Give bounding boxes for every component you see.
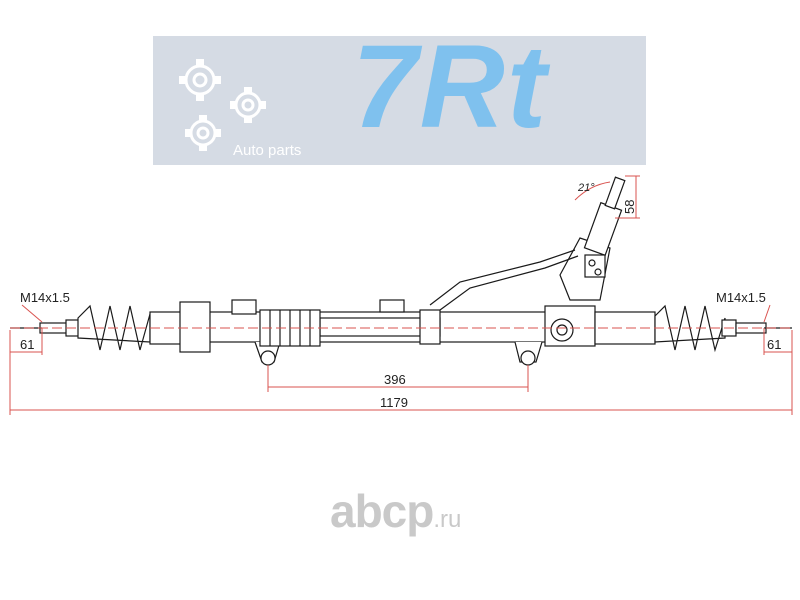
overall-length-label: 1179	[380, 395, 408, 410]
watermark-name: abcp	[330, 485, 434, 537]
valve-height-label: 58	[622, 200, 637, 214]
rack-housing	[199, 311, 581, 343]
valve-angle-label: 21°	[577, 182, 595, 194]
logo-brand: 7Rt	[352, 21, 549, 153]
logo-banner	[153, 36, 646, 165]
end-left-label: 61	[20, 337, 34, 352]
thread-left-label: M14x1.5	[20, 290, 70, 305]
thread-right-label: M14x1.5	[716, 290, 766, 305]
end-right-label: 61	[767, 337, 781, 352]
mount-spacing-label: 396	[384, 372, 406, 387]
logo-subtitle: Auto parts	[233, 142, 302, 159]
gears-icon	[179, 59, 266, 151]
watermark: abcp.ru	[330, 484, 461, 538]
watermark-domain: .ru	[433, 506, 462, 533]
